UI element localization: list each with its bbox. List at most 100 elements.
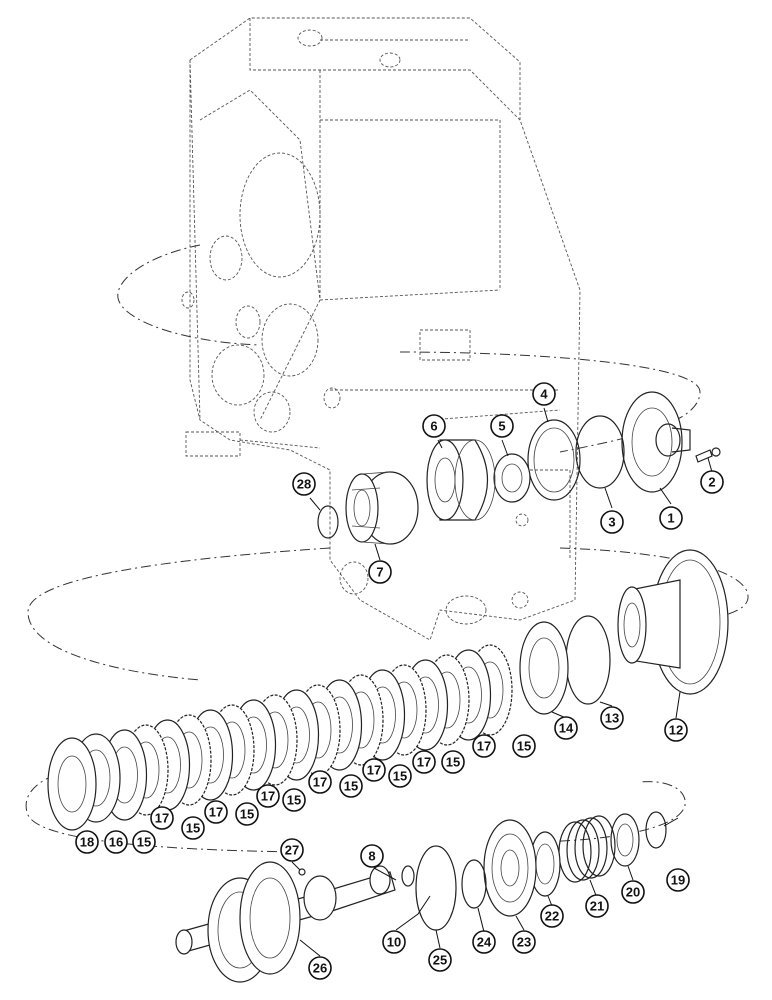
callout-12: 12 — [664, 718, 688, 742]
callout-number: 17 — [313, 775, 327, 790]
callout-circle — [422, 414, 446, 438]
callout-circle — [132, 830, 156, 854]
callout-number: 27 — [285, 843, 299, 858]
callout-number: 2 — [708, 475, 715, 490]
callout-20: 20 — [621, 880, 645, 904]
callout-21: 21 — [585, 894, 609, 918]
callout-number: 14 — [559, 721, 574, 736]
part-end-plate — [47, 737, 97, 831]
callout-circle — [181, 816, 205, 840]
part-snap-ring-19 — [645, 811, 667, 849]
callout-17: 17 — [204, 800, 228, 824]
callout-number: 15 — [240, 807, 254, 822]
callout-circle — [441, 750, 465, 774]
part-snap-ring — [527, 419, 581, 501]
callout-17: 17 — [256, 784, 280, 808]
callout-circle — [512, 930, 536, 954]
callout-circle — [472, 930, 496, 954]
callout-6: 6 — [422, 414, 446, 438]
callout-number: 16 — [109, 835, 123, 850]
callout-number: 15 — [186, 821, 200, 836]
callout-circle — [600, 706, 624, 730]
callout-number: 3 — [608, 515, 615, 530]
part-end-cover — [621, 391, 691, 493]
part-ring — [317, 505, 339, 539]
callout-circle — [540, 904, 564, 928]
callout-10: 10 — [382, 930, 406, 954]
callout-circle — [292, 472, 316, 496]
callout-circle — [362, 758, 386, 782]
callout-circle — [75, 830, 99, 854]
part-spring-retainer — [610, 813, 640, 867]
callout-circle — [204, 800, 228, 824]
part-seal-22 — [529, 831, 561, 897]
callout-number: 15 — [517, 739, 531, 754]
callout-8: 8 — [360, 844, 384, 868]
callout-15: 15 — [388, 764, 412, 788]
callout-number: 17 — [367, 763, 381, 778]
callout-15: 15 — [441, 750, 465, 774]
callout-circle — [382, 930, 406, 954]
callout-number: 15 — [393, 769, 407, 784]
callout-27: 27 — [280, 838, 304, 862]
callout-28: 28 — [292, 472, 316, 496]
callout-15: 15 — [512, 734, 536, 758]
callout-15: 15 — [132, 830, 156, 854]
callout-15: 15 — [339, 774, 363, 798]
callout-number: 8 — [368, 849, 375, 864]
callout-14: 14 — [554, 716, 578, 740]
callout-number: 15 — [446, 755, 460, 770]
callout-number: 5 — [498, 419, 505, 434]
part-snap-ring-13 — [565, 615, 611, 705]
callout-22: 22 — [540, 904, 564, 928]
callout-circle — [308, 770, 332, 794]
callout-number: 7 — [376, 565, 383, 580]
callout-5: 5 — [490, 414, 514, 438]
callout-15: 15 — [235, 802, 259, 826]
callout-number: 26 — [313, 961, 327, 976]
callout-17: 17 — [412, 750, 436, 774]
part-pressure-plate — [519, 621, 569, 715]
callout-circle — [280, 838, 304, 862]
callout-number: 15 — [287, 793, 301, 808]
callout-number: 4 — [540, 387, 548, 402]
callout-number: 17 — [155, 811, 169, 826]
callout-circle — [554, 716, 578, 740]
part-coupling-gear — [345, 471, 419, 545]
callout-2: 2 — [700, 470, 724, 494]
callout-15: 15 — [181, 816, 205, 840]
callout-circle — [472, 734, 496, 758]
callout-number: 22 — [545, 909, 559, 924]
callout-number: 1 — [667, 511, 674, 526]
callout-number: 12 — [669, 723, 683, 738]
transmission-housing — [181, 17, 581, 641]
callout-circle — [659, 506, 683, 530]
callout-18: 18 — [75, 830, 99, 854]
part-spring — [558, 815, 616, 883]
callout-circle — [388, 764, 412, 788]
callout-circle — [600, 510, 624, 534]
callout-17: 17 — [472, 734, 496, 758]
callout-circle — [308, 956, 332, 980]
callout-number: 19 — [671, 873, 685, 888]
callout-circle — [666, 868, 690, 892]
callout-number: 6 — [430, 419, 437, 434]
part-bearing — [426, 439, 496, 521]
callout-number: 28 — [297, 477, 311, 492]
callout-17: 17 — [362, 758, 386, 782]
callout-number: 21 — [590, 899, 604, 914]
callout-circle — [532, 382, 556, 406]
callout-labels: 1234567281213141517151715171517151715171… — [75, 382, 724, 980]
callout-17: 17 — [308, 770, 332, 794]
callout-26: 26 — [308, 956, 332, 980]
callout-1: 1 — [659, 506, 683, 530]
callout-circle — [700, 470, 724, 494]
leader-lines — [291, 407, 713, 957]
callout-4: 4 — [532, 382, 556, 406]
callout-circle — [412, 750, 436, 774]
callout-number: 17 — [209, 805, 223, 820]
callout-19: 19 — [666, 868, 690, 892]
part-seal-25 — [415, 845, 457, 931]
callout-circle — [664, 718, 688, 742]
